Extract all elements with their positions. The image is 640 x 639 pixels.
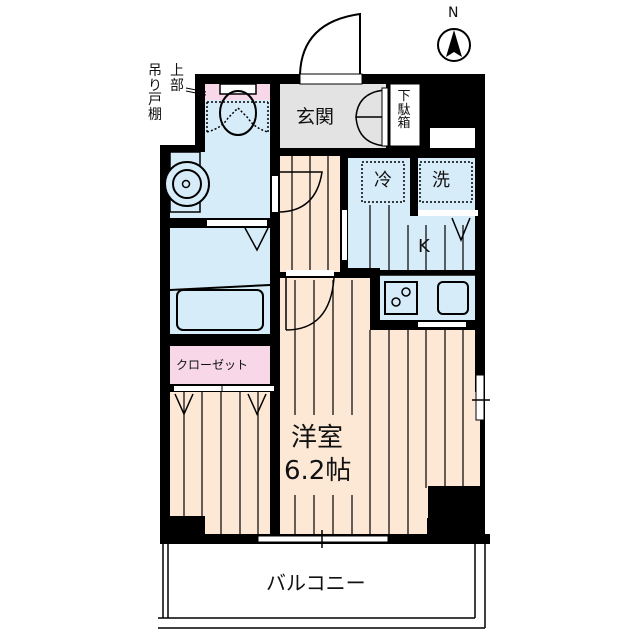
western-room-size: 6.2帖 <box>284 456 352 486</box>
upper-cabinet-label-col1: 上部 <box>170 63 184 94</box>
entrance-label: 玄関 <box>296 106 335 128</box>
fridge-label: 冷 <box>374 170 392 191</box>
washer-label: 洗 <box>432 170 450 191</box>
balcony-label: バルコニー <box>266 571 366 595</box>
shoe-box-label: 下駄箱 <box>397 89 411 132</box>
compass-north-label: N <box>448 5 459 21</box>
upper-cabinet-label-col2: 吊り戸棚 <box>148 63 162 124</box>
western-room-label: 洋室 <box>291 423 344 453</box>
closet-label: クローゼット <box>176 358 249 372</box>
kitchen-label: K <box>418 236 430 257</box>
